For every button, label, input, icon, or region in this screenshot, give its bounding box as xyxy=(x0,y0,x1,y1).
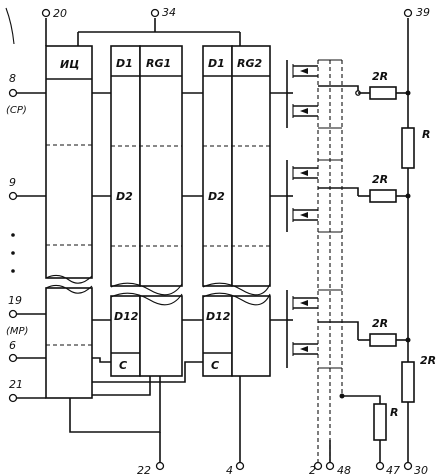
rg1-d12-label: D12 xyxy=(114,310,139,323)
rg1-c-label: C xyxy=(119,359,127,372)
pin-8-label: 8 xyxy=(9,72,16,85)
r2r-1-label: 2R xyxy=(372,70,388,83)
rg2-d2-label: D2 xyxy=(208,190,225,203)
pin-19: 19 (МР) xyxy=(6,294,46,337)
switch-stage-2 xyxy=(286,160,359,232)
pin-19-label: 19 xyxy=(8,294,22,307)
decoder-label: ИЦ xyxy=(60,58,79,71)
pin-48: 48 xyxy=(325,461,351,476)
pin-34-label: 34 xyxy=(162,6,176,19)
pin-21: 21 xyxy=(8,378,46,403)
pin-22-label: 22 xyxy=(137,464,151,476)
resistor-2r-terminal: 2R xyxy=(401,354,436,403)
rg2-d12-label: D12 xyxy=(206,310,231,323)
pin-19-sub: (МР) xyxy=(6,326,28,337)
resistor-2r-2: 2R xyxy=(358,173,408,203)
r-1-label: R xyxy=(422,128,430,141)
resistor-r-1: R xyxy=(401,127,430,169)
pin-47-label: 47 xyxy=(386,464,400,476)
feedback-resistor: R xyxy=(342,395,398,462)
rg2-title: RG2 xyxy=(237,57,262,70)
register-rg1: D1 RG1 D2 D12 C xyxy=(110,45,183,377)
pin-30: 30 xyxy=(403,461,428,476)
pin-4: 4 xyxy=(226,461,245,476)
stray-mark xyxy=(5,7,15,45)
pin-9-label: 9 xyxy=(9,176,16,189)
r2r-2-label: 2R xyxy=(372,173,388,186)
switch-stage-1 xyxy=(286,60,361,128)
decoder-block: ИЦ xyxy=(45,45,93,399)
pin-2: 2 xyxy=(309,461,323,476)
pin-47: 47 xyxy=(375,461,400,476)
resistor-2r-1: 2R xyxy=(358,70,408,100)
rg2-d1-label: D1 xyxy=(208,57,225,70)
pin-39-label: 39 xyxy=(416,6,430,19)
rg2-c-label: C xyxy=(211,359,219,372)
feedback-r-label: R xyxy=(390,406,398,419)
pin-34: 34 xyxy=(150,6,176,32)
rg1-d2-label: D2 xyxy=(116,190,133,203)
switch-stage-3 xyxy=(286,290,359,368)
ellipsis-dots xyxy=(11,233,15,273)
pin-9: 9 xyxy=(8,176,46,201)
pin-20: 20 xyxy=(41,7,67,46)
rg1-title: RG1 xyxy=(146,57,171,70)
pin-4-label: 4 xyxy=(226,464,233,476)
pin-8-sub: (СР) xyxy=(6,105,27,116)
pin-30-label: 30 xyxy=(414,464,428,476)
pin-21-label: 21 xyxy=(9,378,23,391)
pin-6-label: 6 xyxy=(9,339,16,352)
r2r-term-label: 2R xyxy=(420,354,436,367)
pin-20-label: 20 xyxy=(53,7,67,20)
rg1-d1-label: D1 xyxy=(116,57,133,70)
pin-22: 22 xyxy=(137,461,165,476)
pin-8: 8 (СР) xyxy=(6,72,46,116)
pin-6: 6 xyxy=(8,339,46,363)
resistor-2r-3: 2R xyxy=(358,317,408,347)
pin-48-label: 48 xyxy=(337,464,351,476)
r2r-3-label: 2R xyxy=(372,317,388,330)
register-rg2: D1 RG2 D2 D12 C xyxy=(202,45,271,377)
pin-2-label: 2 xyxy=(309,464,316,476)
pin-39: 39 xyxy=(403,6,430,128)
